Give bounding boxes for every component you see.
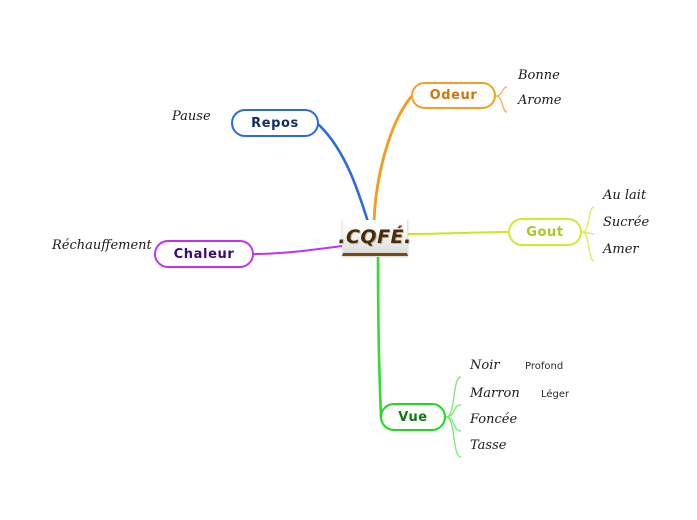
- branch-node-vue[interactable]: Vue: [380, 403, 446, 431]
- root-node[interactable]: .CQFÉ.: [338, 220, 411, 256]
- leaf-marron[interactable]: Marron: [470, 386, 520, 401]
- leaf-pause-label: Pause: [172, 109, 211, 124]
- edge-root-gout: [407, 231, 509, 235]
- leaf-leger[interactable]: Léger: [541, 388, 569, 401]
- leaf-profond-label: Profond: [525, 361, 564, 372]
- branch-node-chaleur-label: Chaleur: [173, 246, 235, 262]
- leaf-arome-label: Arome: [518, 93, 562, 108]
- leaf-pause[interactable]: Pause: [172, 109, 211, 124]
- leaf-foncee[interactable]: Foncée: [470, 412, 517, 427]
- edge-root-odeur: [372, 95, 413, 224]
- branch-node-odeur[interactable]: Odeur: [411, 82, 496, 109]
- leaf-noir-label: Noir: [470, 358, 500, 373]
- leaf-amer-label: Amer: [603, 242, 639, 257]
- leaf-arome[interactable]: Arome: [518, 93, 561, 108]
- leaf-marron-label: Marron: [470, 386, 520, 401]
- edge-root-repos: [317, 123, 370, 224]
- edge-root-chaleur: [253, 245, 343, 255]
- branch-node-odeur-label: Odeur: [429, 88, 478, 103]
- leaf-bonne[interactable]: Bonne: [518, 68, 560, 83]
- leaf-rechauffement[interactable]: Réchauffement: [52, 238, 152, 253]
- leaf-leger-label: Léger: [541, 389, 570, 400]
- edge-gout-fan: [581, 206, 595, 262]
- leaf-sucree-label: Sucrée: [603, 215, 650, 230]
- leaf-tasse[interactable]: Tasse: [470, 438, 506, 453]
- leaf-sucree[interactable]: Sucrée: [603, 215, 649, 230]
- branch-node-repos[interactable]: Repos: [231, 109, 319, 137]
- branch-node-vue-label: Vue: [398, 409, 428, 425]
- leaf-tasse-label: Tasse: [470, 438, 507, 453]
- leaf-profond[interactable]: Profond: [525, 360, 563, 373]
- branch-node-gout-label: Gout: [526, 224, 564, 240]
- edge-odeur-fan: [495, 86, 508, 113]
- leaf-amer[interactable]: Amer: [603, 242, 639, 257]
- branch-node-repos-label: Repos: [251, 115, 299, 131]
- edge-vue-fan: [445, 376, 462, 458]
- branch-node-gout[interactable]: Gout: [508, 218, 582, 246]
- leaf-foncee-label: Foncée: [470, 412, 518, 427]
- leaf-bonne-label: Bonne: [518, 68, 560, 83]
- root-node-label: .CQFÉ.: [338, 225, 412, 248]
- branch-node-chaleur[interactable]: Chaleur: [154, 240, 254, 268]
- leaf-au-lait[interactable]: Au lait: [603, 188, 646, 203]
- leaf-rechauffement-label: Réchauffement: [52, 238, 152, 253]
- leaf-au-lait-label: Au lait: [603, 188, 647, 203]
- edge-root-vue: [376, 256, 383, 419]
- leaf-noir[interactable]: Noir: [470, 358, 500, 373]
